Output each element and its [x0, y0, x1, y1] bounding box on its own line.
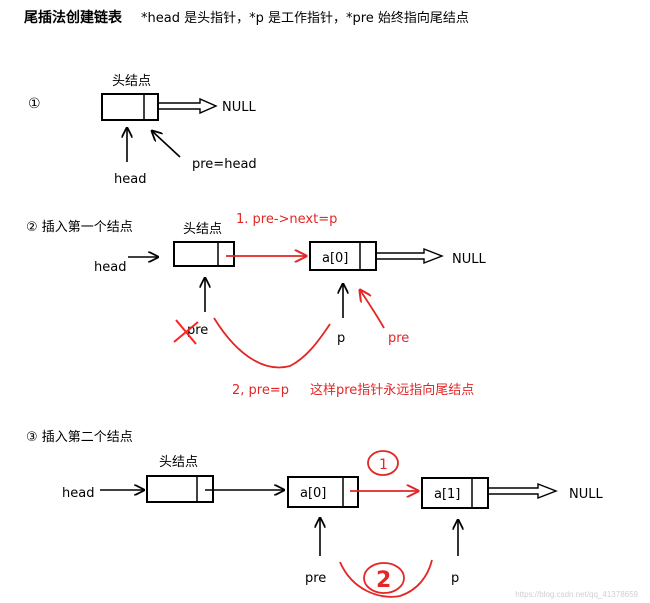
step3-head-node-label: 头结点 — [159, 455, 198, 470]
step2-new-pre-label: pre — [388, 331, 409, 346]
step2-note-2: 2, pre=p — [232, 383, 289, 398]
step1-pre-arrow — [152, 131, 181, 158]
step1-pre-label: pre=head — [192, 157, 257, 172]
step2-head-label: head — [94, 260, 126, 275]
step3-circle-1-label: 1 — [379, 457, 388, 473]
step2-pre-cross — [173, 319, 199, 345]
step2-p-label: p — [337, 331, 345, 346]
step3-circle-2 — [363, 562, 405, 594]
watermark: https://blog.csdn.net/qq_41378659 — [515, 590, 638, 599]
step3-node-a1-label: a[1] — [434, 487, 460, 502]
step3-null-label: NULL — [569, 487, 603, 502]
step2-move-curve — [213, 317, 331, 369]
step2-null-arrow — [376, 247, 444, 265]
step3-null-arrow — [488, 482, 558, 500]
step3-head-node — [146, 475, 214, 503]
step3-heading: ③ 插入第二个结点 — [26, 430, 133, 445]
step3-move-curve — [339, 559, 433, 598]
step3-node-a1 — [421, 477, 489, 509]
step2-new-pre-arrow — [360, 290, 385, 329]
step1-head-label: head — [114, 172, 146, 187]
step2-head-node — [173, 241, 235, 267]
step1-null-label: NULL — [222, 100, 256, 115]
step1-head-node — [101, 93, 159, 121]
step1-marker: ① — [28, 96, 41, 112]
step2-null-label: NULL — [452, 252, 486, 267]
step1-head-node-label: 头结点 — [112, 74, 151, 89]
step3-circle-2-label: 2 — [376, 568, 391, 593]
step2-node-a0 — [309, 241, 377, 271]
step2-note-3: 这样pre指针永远指向尾结点 — [310, 382, 474, 398]
diagram-title: 尾插法创建链表 — [24, 9, 123, 26]
step2-head-node-label: 头结点 — [183, 222, 222, 237]
step1-null-arrow — [158, 97, 218, 115]
step2-note-1: 1. pre->next=p — [236, 212, 337, 227]
step3-pre-label: pre — [305, 571, 326, 586]
step2-node-a0-label: a[0] — [322, 251, 348, 266]
diagram-subtitle: *head 是头指针，*p 是工作指针，*pre 始终指向尾结点 — [141, 10, 469, 26]
step3-head-label: head — [62, 486, 94, 501]
step3-node-a0-label: a[0] — [300, 486, 326, 501]
step3-circle-1 — [367, 450, 399, 476]
step3-node-a0 — [287, 476, 359, 508]
step3-p-label: p — [451, 571, 459, 586]
step2-heading: ② 插入第一个结点 — [26, 220, 133, 235]
